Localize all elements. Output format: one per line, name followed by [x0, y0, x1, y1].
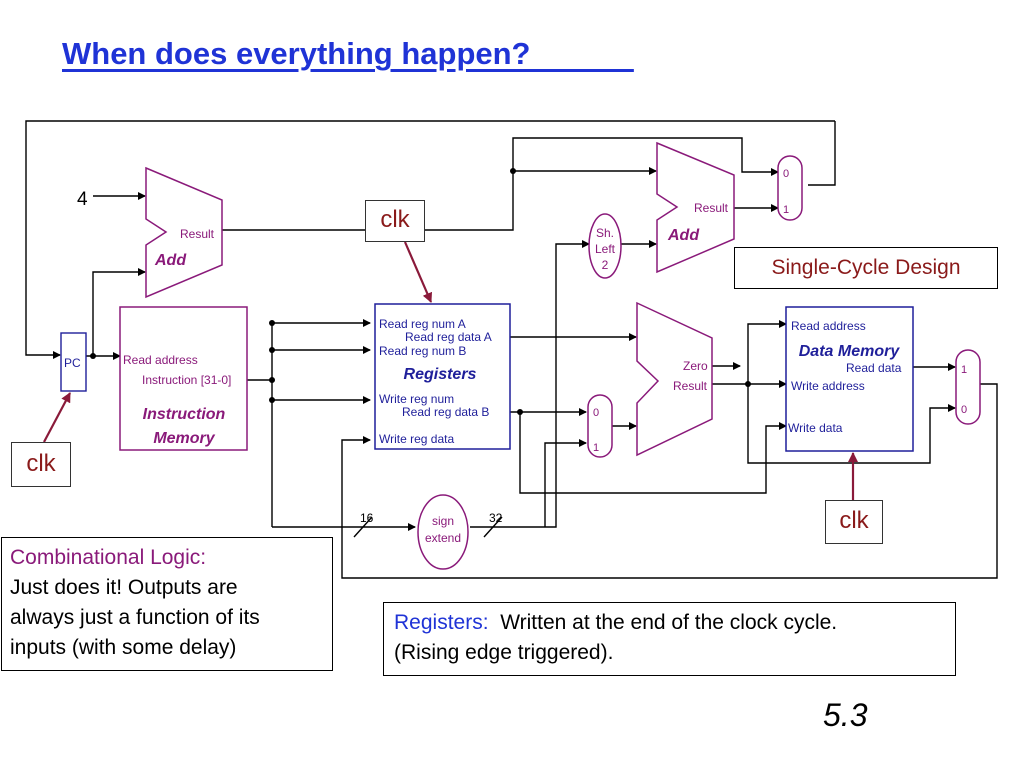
page-number: 5.3	[823, 697, 868, 733]
reg-write-num: Write reg num	[379, 392, 454, 406]
sign-extend	[417, 494, 469, 570]
alu-zero-label: Zero	[683, 359, 708, 373]
register-file	[374, 303, 511, 450]
branch-adder	[656, 141, 735, 274]
imem-name-2: Memory	[153, 430, 215, 447]
combinational-note: Combinational Logic: Just does it! Outpu…	[1, 537, 333, 671]
reg-read-num-a: Read reg num A	[379, 317, 466, 331]
dmem-write-data: Write data	[788, 421, 843, 435]
reg-read-num-b: Read reg num B	[379, 344, 466, 358]
dmem-read-address: Read address	[791, 319, 866, 333]
const-four: 4	[77, 189, 88, 210]
shift-label-3: 2	[602, 258, 609, 272]
reg-read-data-b: Read reg data B	[402, 405, 489, 419]
shift-left-2	[588, 213, 622, 279]
imem-instruction: Instruction [31-0]	[142, 373, 231, 387]
bus-width-32: 32	[489, 511, 503, 525]
clk-label-data-memory: clk	[825, 500, 883, 544]
imem-name-1: Instruction	[143, 406, 226, 423]
imem-read-address: Read address	[123, 353, 198, 367]
shift-label-2: Left	[595, 242, 616, 256]
clk-label-registers: clk	[365, 200, 425, 242]
reg-write-data: Write reg data	[379, 432, 454, 446]
bus-slash-32	[483, 516, 503, 538]
combinational-line-3: inputs (with some delay)	[10, 636, 237, 659]
combinational-line-2: always just a function of its	[10, 606, 260, 629]
pc-register	[60, 332, 87, 392]
wires	[25, 120, 998, 579]
wb-mux-in0: 0	[961, 404, 967, 416]
wire-imm-to-mux	[544, 439, 587, 527]
registers-note-line-1: Written at the end of the clock cycle.	[488, 611, 838, 634]
clk-arrow-registers	[403, 241, 433, 303]
wb-mux-in1: 1	[961, 364, 967, 376]
alu-result-label: Result	[673, 379, 708, 393]
title-text: When does everything happen?	[62, 36, 531, 71]
pc-mux-in0: 0	[783, 168, 789, 180]
wire-to-wb-mux-0	[747, 384, 956, 464]
pc-mux-in1: 1	[783, 204, 789, 216]
combinational-line-1: Just does it! Outputs are	[10, 576, 238, 599]
clk-label-pc: clk	[11, 442, 71, 487]
alu	[636, 301, 713, 457]
alu-mux	[587, 394, 613, 458]
wire-writeback	[341, 383, 998, 579]
clk-arrow-pc	[43, 392, 71, 443]
writeback-mux	[955, 349, 981, 425]
registers-note: Registers: Written at the end of the clo…	[383, 602, 956, 676]
page-title: When does everything happen?	[62, 36, 972, 72]
wire-write-data	[519, 412, 787, 494]
wire-to-shift	[555, 240, 590, 515]
registers-note-heading: Registers:	[394, 611, 489, 634]
reg-read-data-a: Read reg data A	[405, 330, 492, 344]
alu-mux-in0: 0	[593, 407, 599, 419]
reg-name: Registers	[404, 366, 477, 383]
bus-slash-16	[353, 516, 373, 538]
pc-label: PC	[64, 356, 81, 370]
pc-mux	[777, 155, 803, 221]
wire-signext-out	[470, 515, 557, 528]
wire-pc-to-adder	[92, 268, 146, 356]
alu-mux-in1: 1	[593, 442, 599, 454]
wire-pc-feedback	[25, 120, 835, 359]
combinational-heading: Combinational Logic:	[10, 546, 207, 569]
wire-adder-result	[222, 171, 514, 231]
wire-mux-to-top	[808, 121, 836, 186]
wire-to-pc-mux-0	[512, 137, 779, 176]
pc-adder-result-label: Result	[180, 227, 215, 241]
branch-adder-result-label: Result	[694, 201, 729, 215]
pc-adder-name: Add	[154, 252, 187, 269]
instruction-memory	[119, 306, 248, 451]
signext-label-1: sign	[432, 514, 454, 528]
dmem-write-address: Write address	[791, 379, 865, 393]
data-memory	[785, 306, 914, 452]
branch-adder-name: Add	[667, 227, 700, 244]
dmem-read-data: Read data	[846, 361, 902, 375]
junction-dots	[90, 168, 751, 415]
pc-adder	[145, 166, 223, 299]
signext-label-2: extend	[425, 531, 461, 545]
shift-label-1: Sh.	[596, 226, 614, 240]
registers-note-line-2: (Rising edge triggered).	[394, 641, 614, 664]
dmem-name: Data Memory	[799, 343, 901, 360]
bus-width-16: 16	[360, 511, 374, 525]
single-cycle-label: Single-Cycle Design	[734, 247, 998, 289]
wire-to-read-address	[747, 320, 787, 384]
